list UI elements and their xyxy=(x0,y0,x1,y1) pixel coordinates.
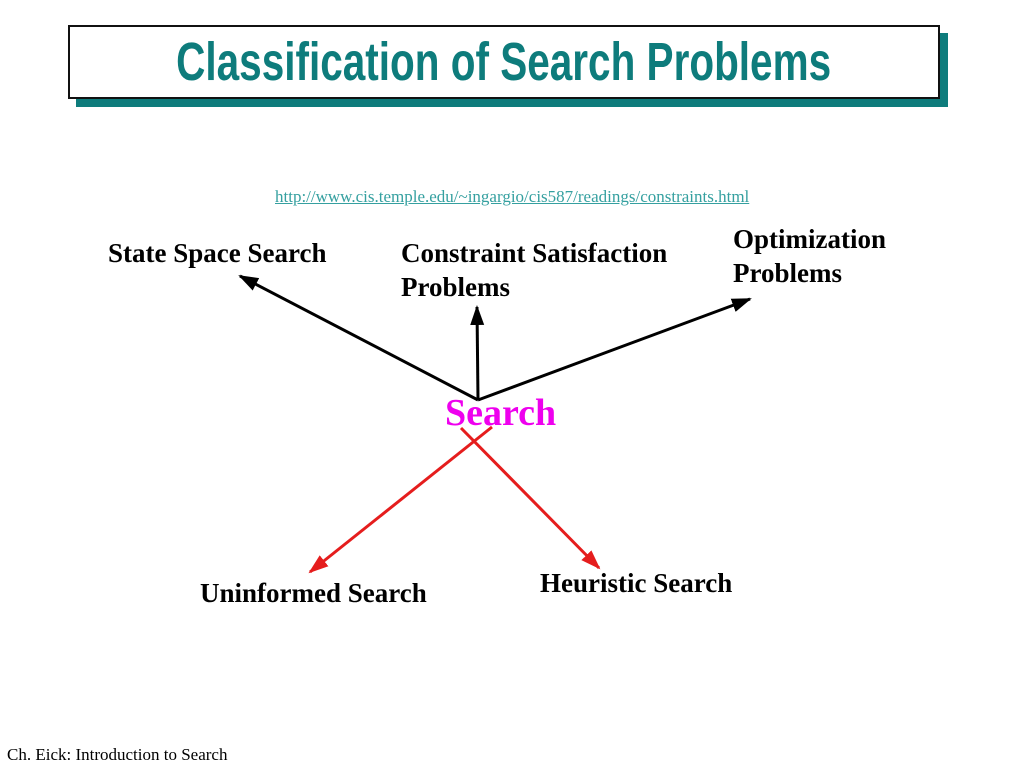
slide-title: Classification of Search Problems xyxy=(176,32,832,92)
node-optimization-problems: Optimization Problems xyxy=(733,224,886,288)
node-uninformed-search: Uninformed Search xyxy=(200,578,427,608)
arrow-search-to-constraint-satisfaction-problems xyxy=(470,305,485,401)
arrow-search-to-uninformed-search xyxy=(308,425,493,574)
constraints-reading-link[interactable]: http://www.cis.temple.edu/~ingargio/cis5… xyxy=(275,187,750,206)
node-state-space-search: State Space Search xyxy=(108,238,327,268)
node-heuristic-search: Heuristic Search xyxy=(540,568,733,598)
footer-credit: Ch. Eick: Introduction to Search xyxy=(7,745,228,764)
arrow-search-to-optimization-problems xyxy=(477,297,752,402)
title-box: Classification of Search Problems xyxy=(68,25,940,99)
node-constraint-satisfaction-problems: Constraint Satisfaction Problems xyxy=(401,238,668,302)
arrow-search-to-heuristic-search xyxy=(459,426,601,570)
node-search: Search xyxy=(445,392,557,434)
